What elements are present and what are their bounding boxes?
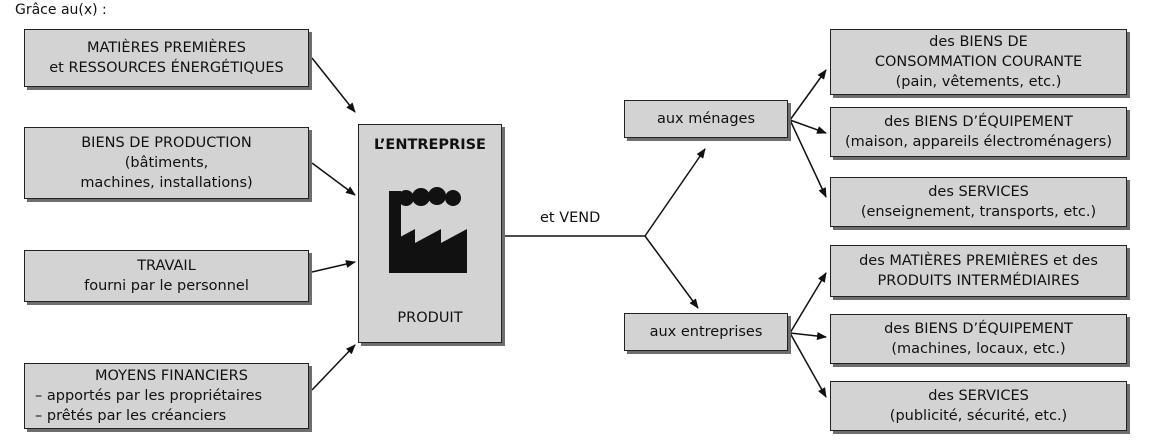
box-line: (maison, appareils électroménagers) xyxy=(845,134,1112,150)
arrow-menages-to-services xyxy=(789,119,827,198)
buyer-box-entreprises: aux entreprises xyxy=(624,313,788,351)
arrow-menages-to-equipement xyxy=(789,119,827,134)
box-line: machines, installations) xyxy=(80,175,253,191)
output-box-biens-equipement-menages: des BIENS D’ÉQUIPEMENT (maison, appareil… xyxy=(830,107,1127,157)
arrow-entreprises-to-services xyxy=(789,332,827,398)
box-line: des SERVICES xyxy=(928,388,1029,404)
box-line: (machines, locaux, etc.) xyxy=(891,341,1066,357)
box-line: des BIENS DE xyxy=(929,34,1028,50)
box-line: – apportés par les propriétaires xyxy=(35,388,263,404)
box-line: et RESSOURCES ÉNERGÉTIQUES xyxy=(49,60,284,76)
box-line: CONSOMMATION COURANTE xyxy=(874,54,1083,70)
output-box-matieres-produits: des MATIÈRES PREMIÈRES et des PRODUITS I… xyxy=(830,245,1127,297)
enterprise-product-label: PRODUIT xyxy=(397,310,463,326)
arrow-moyens-to-entreprise xyxy=(311,344,356,391)
box-line: (publicité, sécurité, etc.) xyxy=(889,408,1068,424)
buyer-label: aux ménages xyxy=(656,111,756,127)
arrow-menages-to-consommation xyxy=(789,69,827,121)
box-line: fourni par le personnel xyxy=(84,278,249,294)
arrow-biens-production-to-entreprise xyxy=(311,162,356,196)
arrow-entreprises-to-equipement xyxy=(789,332,827,340)
output-box-biens-consommation: des BIENS DE CONSOMMATION COURANTE (pain… xyxy=(830,29,1127,95)
input-box-biens-production: BIENS DE PRODUCTION (bâtiments, machines… xyxy=(24,127,309,199)
sells-label: et VEND xyxy=(540,210,601,226)
enterprise-title: L’ENTREPRISE xyxy=(374,137,486,153)
box-line: PRODUITS INTERMÉDIAIRES xyxy=(877,273,1080,289)
arrow-entreprises-to-matieres xyxy=(789,272,827,334)
box-line: des SERVICES xyxy=(928,184,1029,200)
factory-icon xyxy=(389,187,467,273)
box-line: MATIÈRES PREMIÈRES xyxy=(86,40,247,56)
box-line: des BIENS D’ÉQUIPEMENT xyxy=(884,114,1073,130)
box-line: TRAVAIL xyxy=(137,258,196,274)
box-line: (enseignement, transports, etc.) xyxy=(860,204,1097,220)
input-box-moyens-financiers: MOYENS FINANCIERS – apportés par les pro… xyxy=(24,363,309,429)
input-box-travail: TRAVAIL fourni par le personnel xyxy=(24,250,309,302)
box-line: MOYENS FINANCIERS xyxy=(95,368,248,384)
diagram-heading: Grâce au(x) : xyxy=(15,2,107,18)
box-line: (pain, vêtements, etc.) xyxy=(895,74,1062,90)
arrow-matieres-to-entreprise xyxy=(311,57,356,113)
box-line: des BIENS D’ÉQUIPEMENT xyxy=(884,321,1073,337)
output-box-services-menages: des SERVICES (enseignement, transports, … xyxy=(830,177,1127,227)
arrow-travail-to-entreprise xyxy=(311,260,356,273)
arrow-split-to-menages xyxy=(644,148,706,237)
output-box-services-entreprises: des SERVICES (publicité, sécurité, etc.) xyxy=(830,381,1127,431)
input-box-matieres-premieres: MATIÈRES PREMIÈRES et RESSOURCES ÉNERGÉT… xyxy=(24,29,309,87)
box-line: (bâtiments, xyxy=(124,155,209,171)
buyer-box-menages: aux ménages xyxy=(624,100,788,138)
box-line: – prêtés par les créanciers xyxy=(35,408,227,424)
box-line: BIENS DE PRODUCTION xyxy=(81,135,252,151)
box-line: des MATIÈRES PREMIÈRES et des xyxy=(859,253,1098,269)
arrow-split-to-entreprises xyxy=(644,235,699,309)
buyer-label: aux entreprises xyxy=(649,324,763,340)
output-box-biens-equipement-entreprises: des BIENS D’ÉQUIPEMENT (machines, locaux… xyxy=(830,314,1127,364)
enterprise-box: L’ENTREPRISE PRODUIT xyxy=(358,124,502,343)
